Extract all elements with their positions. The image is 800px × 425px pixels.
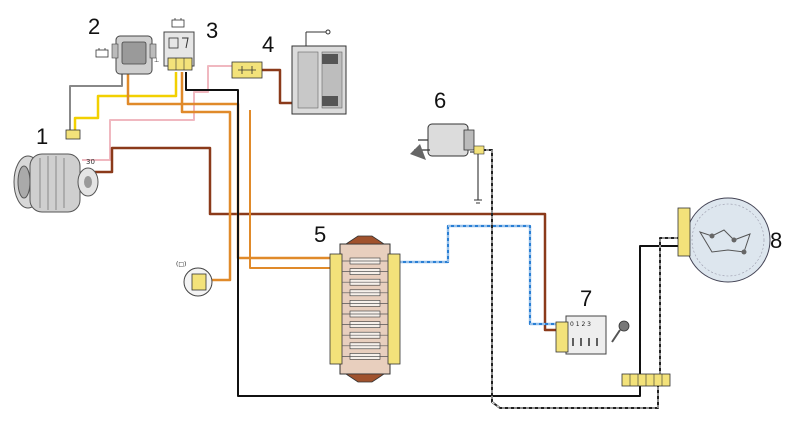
ignition-switch: 0 1 2 3: [555, 315, 607, 355]
wire-black-ground-cluster: [639, 245, 683, 380]
wire-wiper-ground: [470, 151, 479, 200]
fuse-box: [329, 235, 401, 383]
generator-terminal-30: 30: [86, 158, 95, 166]
wire-brown-generator-battery: [95, 146, 556, 332]
ignition-key-icon: [611, 320, 630, 343]
label-battery: 4: [262, 32, 274, 57]
charge-lamp-symbol: (□): [176, 261, 186, 268]
relay-battery-symbol-icon: [171, 18, 185, 28]
wire-orange-fusebox-lower: [249, 110, 330, 269]
wire-dashed-wiper-dash: [480, 149, 659, 409]
charge-relay: [163, 31, 195, 71]
label-relay: 3: [206, 18, 218, 43]
battery: [291, 29, 347, 115]
inline-fuse-connector: [231, 61, 263, 79]
label-instrument-cluster: 8: [770, 228, 782, 253]
battery-symbol-icon: [95, 48, 109, 58]
label-fuse-box: 5: [314, 222, 326, 247]
wire-yellow-generator-relay: [73, 72, 178, 132]
generator: 30: [13, 153, 99, 213]
generator-connector: [65, 129, 81, 140]
charge-indicator-lamp: (□): [176, 261, 213, 297]
wire-blue-fusebox-switch-dash: [400, 225, 556, 325]
wire-pink-generator-relay: [82, 65, 232, 161]
wire-grey-generator-regulator: [69, 70, 123, 132]
wire-dashed-cluster-dash: [659, 237, 683, 380]
ignition-switch-positions: 0 1 2 3: [570, 321, 591, 328]
wire-blue-fusebox-switch: [400, 224, 556, 326]
wiper-motor: [410, 123, 485, 160]
fuse-list: [342, 257, 388, 360]
wire-dashed-wiper: [480, 149, 659, 409]
ground-connector-block: [621, 373, 671, 387]
label-regulator: 2: [88, 14, 100, 39]
label-generator: 1: [36, 124, 48, 149]
label-ignition-switch: 7: [580, 286, 592, 311]
wire-black-relay-ground: [185, 72, 641, 397]
relay-ground-symbol: ⊥: [154, 57, 159, 64]
label-wiper-motor: 6: [434, 88, 446, 113]
wire-dashed-cluster: [659, 237, 683, 380]
wiper-ground-icon: [474, 199, 482, 204]
wire-orange-relay-lamp: [180, 72, 232, 282]
voltage-regulator: [111, 35, 157, 75]
instrument-cluster: [677, 197, 771, 283]
